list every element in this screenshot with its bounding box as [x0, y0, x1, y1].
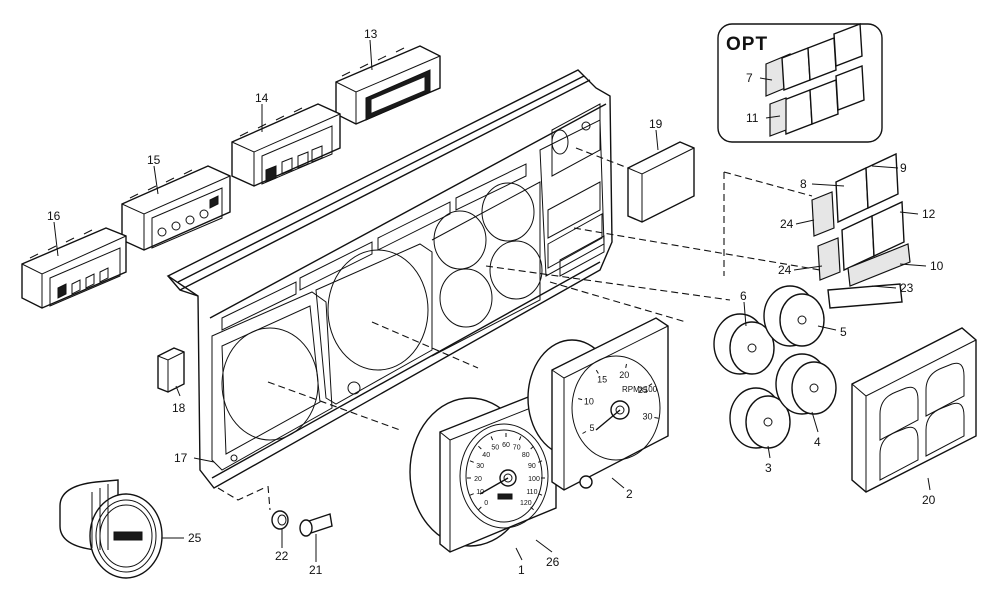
gauge-tick — [595, 369, 599, 374]
callout-10: 10 — [930, 259, 944, 273]
callout-18: 18 — [172, 401, 186, 415]
gauge-tick — [578, 398, 583, 401]
gauge-scale-label: 25 — [638, 385, 648, 395]
switch-panel-14 — [231, 103, 341, 187]
small-gauge-3 — [729, 387, 791, 449]
gauge-scale-label: 30 — [642, 411, 652, 421]
gauge-tick — [469, 493, 474, 496]
callout-25: 25 — [188, 531, 202, 545]
callout-3: 3 — [765, 461, 772, 475]
gauge-tick — [469, 460, 474, 463]
dashboard-bezel — [166, 69, 613, 489]
callout-15: 15 — [147, 153, 161, 167]
callout-23: 23 — [900, 281, 914, 295]
gauge-scale-label: 30 — [476, 463, 484, 470]
gauge-scale-label: 90 — [528, 463, 536, 470]
small-gauge-6 — [713, 313, 775, 375]
gauge-tick — [490, 436, 494, 441]
gauge-tick — [478, 506, 482, 511]
gauge-scale-label: 0 — [484, 500, 488, 507]
switch-group-right — [811, 152, 911, 309]
gauge-scale-label: 60 — [502, 442, 510, 449]
gauge-tick — [648, 383, 653, 387]
switch-panel-13 — [335, 45, 441, 125]
gauge-scale-label: 110 — [526, 489, 537, 496]
gauge-bezel-20 — [851, 327, 977, 493]
gauge-tick — [518, 436, 522, 441]
tachometer-2: 5 10 15 20 25 30 RPMx100 — [527, 317, 669, 491]
gauge-tick — [625, 363, 627, 369]
leader-lines — [53, 39, 931, 562]
callout-22: 22 — [275, 549, 289, 563]
tachometer-unit: RPMx100 — [622, 385, 658, 394]
switch-panel-15 — [121, 165, 231, 251]
callout-5: 5 — [840, 325, 847, 339]
gauge-scale-label: 20 — [474, 476, 482, 483]
gauge-tick — [582, 431, 587, 434]
callout-6: 6 — [740, 289, 747, 303]
callout-1: 1 — [518, 563, 525, 577]
gauge-tick — [530, 506, 534, 511]
gauge-scale-label: 10 — [584, 396, 594, 406]
tachometer-scale: 5 10 15 20 25 30 — [578, 363, 659, 434]
callout-21: 21 — [309, 563, 323, 577]
callout-8: 8 — [800, 177, 807, 191]
gauge-tick — [538, 493, 543, 496]
gauge-scale-label: 120 — [520, 500, 532, 507]
assembly-lines — [217, 147, 821, 511]
small-gauge-5 — [763, 285, 825, 347]
screw-21 — [299, 513, 333, 537]
callout-24-upper: 24 — [780, 217, 794, 231]
gauge-scale-label: 15 — [597, 375, 607, 385]
callout-7: 7 — [746, 71, 753, 85]
callout-4: 4 — [814, 435, 821, 449]
callout-11: 11 — [746, 111, 759, 125]
callout-16: 16 — [47, 209, 61, 223]
gauge-scale-label: 80 — [522, 452, 530, 459]
callout-17: 17 — [174, 451, 188, 465]
gauge-tick — [654, 417, 659, 419]
callout-20: 20 — [922, 493, 936, 507]
callout-26: 26 — [546, 555, 560, 569]
callout-2: 2 — [626, 487, 633, 501]
gauge-tick — [538, 460, 543, 463]
callout-19: 19 — [649, 117, 663, 131]
callout-13: 13 — [364, 27, 378, 41]
optional-switches-box: OPT — [717, 23, 883, 143]
callout-labels: 13 14 15 16 7 11 8 9 12 24 24 10 23 19 6… — [47, 27, 944, 577]
hour-meter-25 — [59, 479, 163, 579]
gauge-scale-label: 50 — [491, 445, 499, 452]
gauge-scale-label: 5 — [589, 423, 594, 433]
gauge-scale-label: 70 — [513, 445, 521, 452]
callout-24-lower: 24 — [778, 263, 792, 277]
washer-22 — [271, 510, 289, 530]
gauge-tick — [530, 445, 534, 450]
callout-9: 9 — [900, 161, 907, 175]
gauge-tick — [478, 445, 482, 450]
small-gauge-4 — [775, 353, 837, 415]
cover-plate-19 — [627, 141, 695, 223]
switch-panel-16 — [21, 227, 127, 309]
blank-plug-18 — [157, 347, 185, 393]
callout-14: 14 — [255, 91, 269, 105]
gauge-scale-label: 40 — [482, 452, 490, 459]
callout-12: 12 — [922, 207, 936, 221]
gauge-scale-label: 100 — [528, 476, 540, 483]
opt-label: OPT — [726, 34, 768, 55]
gauge-scale-label: 10 — [476, 489, 484, 496]
gauge-scale-label: 20 — [619, 370, 629, 380]
